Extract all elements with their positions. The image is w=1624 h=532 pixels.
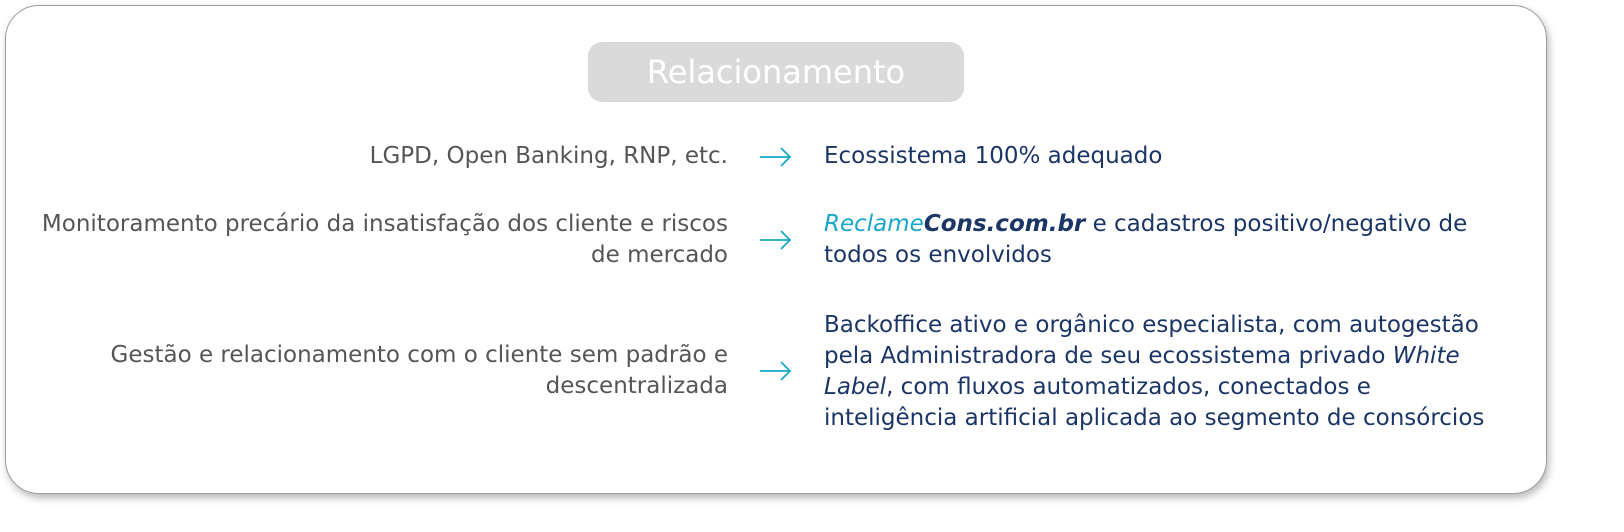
row3-issue: Gestão e relacionamento com o cliente se… — [38, 340, 729, 402]
row3-solution-line3: Label, com fluxos automatizados, conecta… — [824, 372, 1504, 403]
row2-issue-line1: Monitoramento precário da insatisfação d… — [41, 211, 728, 237]
row3-solution-line2: pela Administradora de seu ecossistema p… — [824, 341, 1504, 372]
row3-solution-label: Label — [824, 374, 887, 400]
row3-issue-line2: descentralizada — [545, 373, 728, 399]
row2-solution-line1: ReclameCons.com.br e cadastros positivo/… — [824, 209, 1504, 240]
arrow-right-icon — [760, 230, 792, 250]
row2-issue-line2: de mercado — [591, 242, 728, 268]
brand-reclame: Reclame — [824, 211, 924, 237]
row1-solution: Ecossistema 100% adequado — [824, 141, 1504, 172]
row3-solution: Backoffice ativo e orgânico especialista… — [824, 310, 1504, 434]
row1-issue-text: LGPD, Open Banking, RNP, etc. — [369, 143, 728, 169]
section-title-pill: Relacionamento — [588, 42, 964, 102]
row3-solution-line4: inteligência artificial aplicada ao segm… — [824, 405, 1485, 431]
arrow-right-icon — [760, 147, 792, 167]
row3-solution-line2-start: pela Administradora de seu ecossistema p… — [824, 343, 1393, 369]
row3-issue-line1: Gestão e relacionamento com o cliente se… — [110, 342, 729, 368]
row1-issue: LGPD, Open Banking, RNP, etc. — [38, 141, 728, 172]
brand-cons: Cons.com.br — [923, 211, 1086, 237]
row3-solution-line1: Backoffice ativo e orgânico especialista… — [824, 312, 1479, 338]
section-title: Relacionamento — [646, 53, 906, 91]
arrow-right-icon — [760, 361, 792, 381]
row2-solution: ReclameCons.com.br e cadastros positivo/… — [824, 209, 1504, 271]
row3-solution-white: White — [1392, 343, 1460, 369]
row2-issue: Monitoramento precário da insatisfação d… — [38, 209, 728, 271]
row2-solution-rest: e cadastros positivo/negativo de — [1085, 211, 1468, 237]
row2-solution-line2: todos os envolvidos — [824, 242, 1052, 268]
row3-solution-line3-rest: , com fluxos automatizados, conectados e — [886, 374, 1371, 400]
row1-solution-text: Ecossistema 100% adequado — [824, 143, 1163, 169]
